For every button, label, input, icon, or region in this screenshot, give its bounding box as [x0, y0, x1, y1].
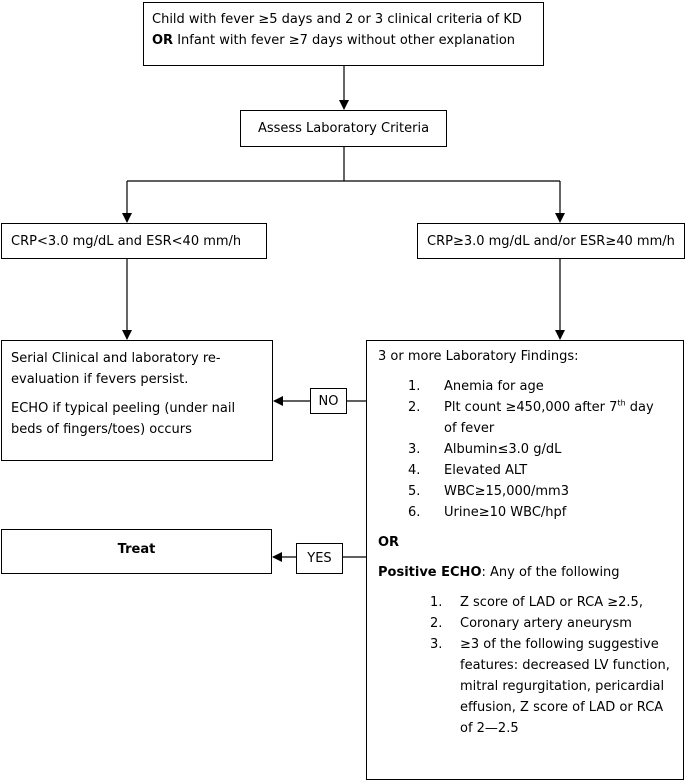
start-or-label: OR	[152, 33, 174, 48]
serial-line-4: beds of fingers/toes) occurs	[11, 422, 192, 437]
serial-evaluation-box: Serial Clinical and laboratory re- evalu…	[1, 340, 273, 461]
list-item: 2.Coronary artery aneurysm	[430, 616, 632, 631]
lab-findings-heading: 3 or more Laboratory Findings:	[378, 349, 579, 364]
treat-box: Treat	[1, 529, 272, 574]
lab-findings-box: 3 or more Laboratory Findings: 1.Anemia …	[366, 340, 684, 780]
serial-line-1: Serial Clinical and laboratory re-	[11, 351, 221, 366]
list-item: 4.Elevated ALT	[408, 463, 528, 478]
no-label-box: NO	[310, 388, 347, 414]
low-crp-esr-box: CRP<3.0 mg/dL and ESR<40 mm/h	[1, 223, 267, 259]
or-label: OR	[378, 535, 400, 550]
serial-line-2: evaluation if fevers persist.	[11, 372, 189, 387]
list-item: 6.Urine≥10 WBC/hpf	[408, 505, 567, 520]
positive-echo-heading: Positive ECHO: Any of the following	[378, 565, 620, 580]
list-item: 5.WBC≥15,000/mm3	[408, 484, 569, 499]
lab-findings-list: 1.Anemia for age 2.Plt count ≥450,000 af…	[378, 376, 683, 523]
serial-line-3: ECHO if typical peeling (under nail	[11, 401, 236, 416]
start-line-2-text: Infant with fever ≥7 days without other …	[173, 33, 516, 48]
list-item: 3.Albumin≤3.0 g/dL	[408, 442, 562, 457]
list-item: 1.Anemia for age	[408, 379, 544, 394]
start-line-1: Child with fever ≥5 days and 2 or 3 clin…	[152, 12, 522, 27]
yes-label-box: YES	[296, 543, 343, 574]
start-criteria-box: Child with fever ≥5 days and 2 or 3 clin…	[143, 2, 544, 66]
list-item: 1.Z score of LAD or RCA ≥2.5,	[430, 595, 643, 610]
assess-lab-criteria-box: Assess Laboratory Criteria	[240, 110, 447, 147]
high-crp-esr-box: CRP≥3.0 mg/dL and/or ESR≥40 mm/h	[417, 223, 685, 259]
start-line-2: OR Infant with fever ≥7 days without oth…	[152, 30, 535, 51]
echo-findings-list: 1.Z score of LAD or RCA ≥2.5, 2.Coronary…	[378, 592, 683, 739]
